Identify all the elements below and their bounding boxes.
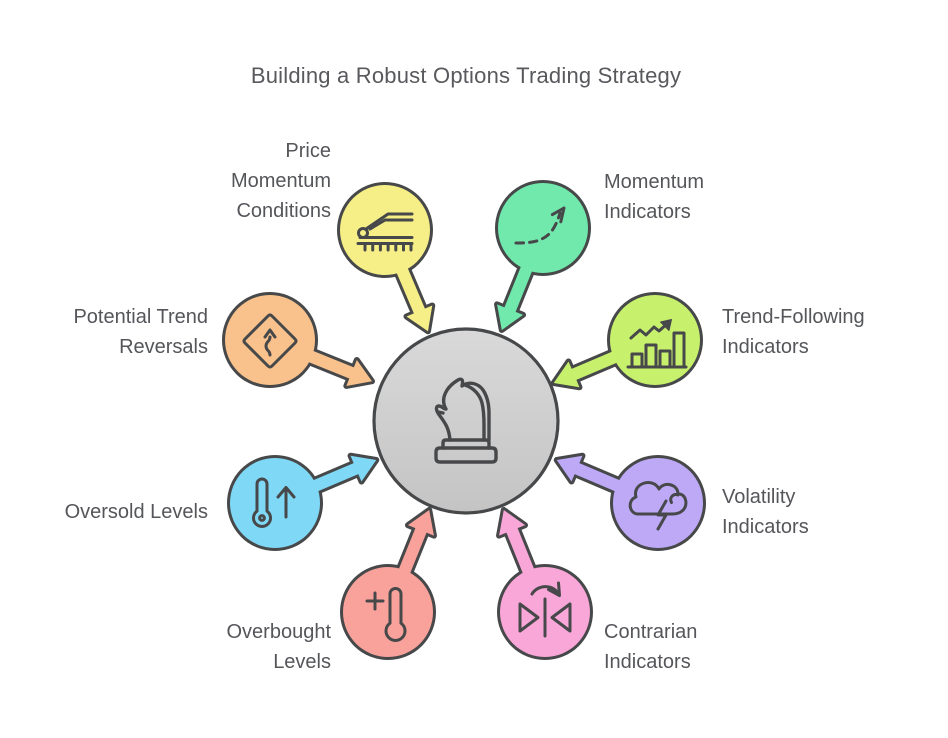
label-contrarian-indicators: Contrarian Indicators (604, 621, 698, 673)
storm-cloud-lightning-icon (628, 481, 688, 531)
label-momentum-indicators: Momentum Indicators (604, 171, 705, 223)
label-oversold-levels: Oversold Levels (64, 501, 208, 523)
thermometer-up-arrow-icon (252, 477, 296, 528)
node-oversold-levels (227, 452, 380, 551)
flip-reverse-icon (518, 581, 572, 638)
dashed-rising-arrow-icon (514, 206, 566, 245)
page-title: Building a Robust Options Trading Strate… (250, 63, 682, 88)
label-potential-trend-reversals: Potential Trend Reversals (73, 306, 208, 358)
train-icon (356, 212, 414, 252)
node-momentum-indicators (494, 180, 591, 333)
label-overbought-levels: Overbought Levels (226, 621, 331, 673)
node-price-momentum-conditions (337, 182, 436, 335)
chess-knight-icon (434, 377, 498, 464)
node-volatility-indicators (553, 452, 706, 551)
center-circle (372, 327, 560, 515)
center-node (372, 327, 560, 515)
node-potential-trend-reversals (222, 292, 375, 389)
bar-chart-trend-icon (626, 319, 688, 369)
node-trend-following-indicators (550, 292, 703, 391)
label-price-momentum-conditions: Price Momentum Conditions (230, 140, 331, 222)
label-volatility-indicators: Volatility Indicators (722, 486, 809, 538)
node-overbought-levels (340, 507, 437, 660)
label-trend-following-indicators: Trend-Following Indicators (722, 306, 865, 358)
thermometer-plus-icon (365, 587, 407, 642)
winding-road-sign-icon (242, 313, 298, 369)
node-contrarian-indicators (496, 507, 593, 660)
